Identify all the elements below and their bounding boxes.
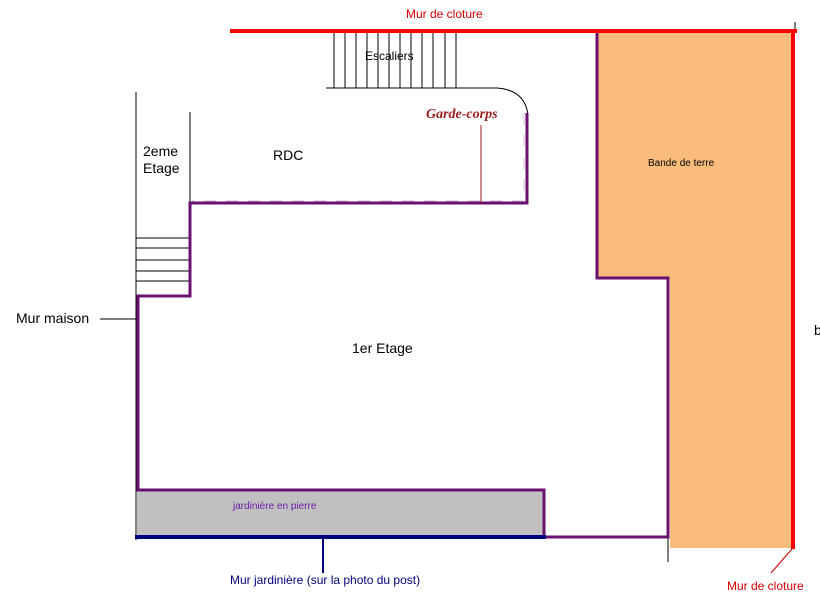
deuxieme-etage-line1: 2eme bbox=[143, 143, 179, 159]
bande-de-terre-label: Bande de terre bbox=[648, 158, 715, 169]
mur-cloture-bottom-label: Mur de cloture bbox=[727, 579, 804, 593]
garde-corps-label: Garde-corps bbox=[426, 107, 498, 122]
premier-etage-label: 1er Etage bbox=[352, 340, 413, 356]
building-outline bbox=[136, 33, 670, 539]
bande-de-terre-area bbox=[597, 33, 793, 548]
escaliers-stairs bbox=[326, 33, 529, 116]
mur-maison-lines bbox=[100, 22, 796, 562]
jardiniere-label: jardinière en pierre bbox=[233, 501, 317, 512]
garde-corps-dashes bbox=[192, 113, 525, 202]
mur-jardiniere-label: Mur jardinière (sur la photo du post) bbox=[230, 573, 421, 587]
rdc-label: RDC bbox=[273, 147, 304, 163]
deuxieme-etage-label: 2eme Etage bbox=[143, 143, 180, 177]
mur-cloture-top-label: Mur de cloture bbox=[406, 7, 483, 21]
mur-maison-label: Mur maison bbox=[16, 310, 90, 326]
edge-fragment-label: b bbox=[814, 322, 820, 338]
mur-cloture-pointer bbox=[770, 548, 793, 574]
deuxieme-etage-line2: Etage bbox=[143, 160, 180, 176]
escaliers-label: Escaliers bbox=[365, 49, 414, 63]
jardiniere-area bbox=[137, 490, 544, 537]
